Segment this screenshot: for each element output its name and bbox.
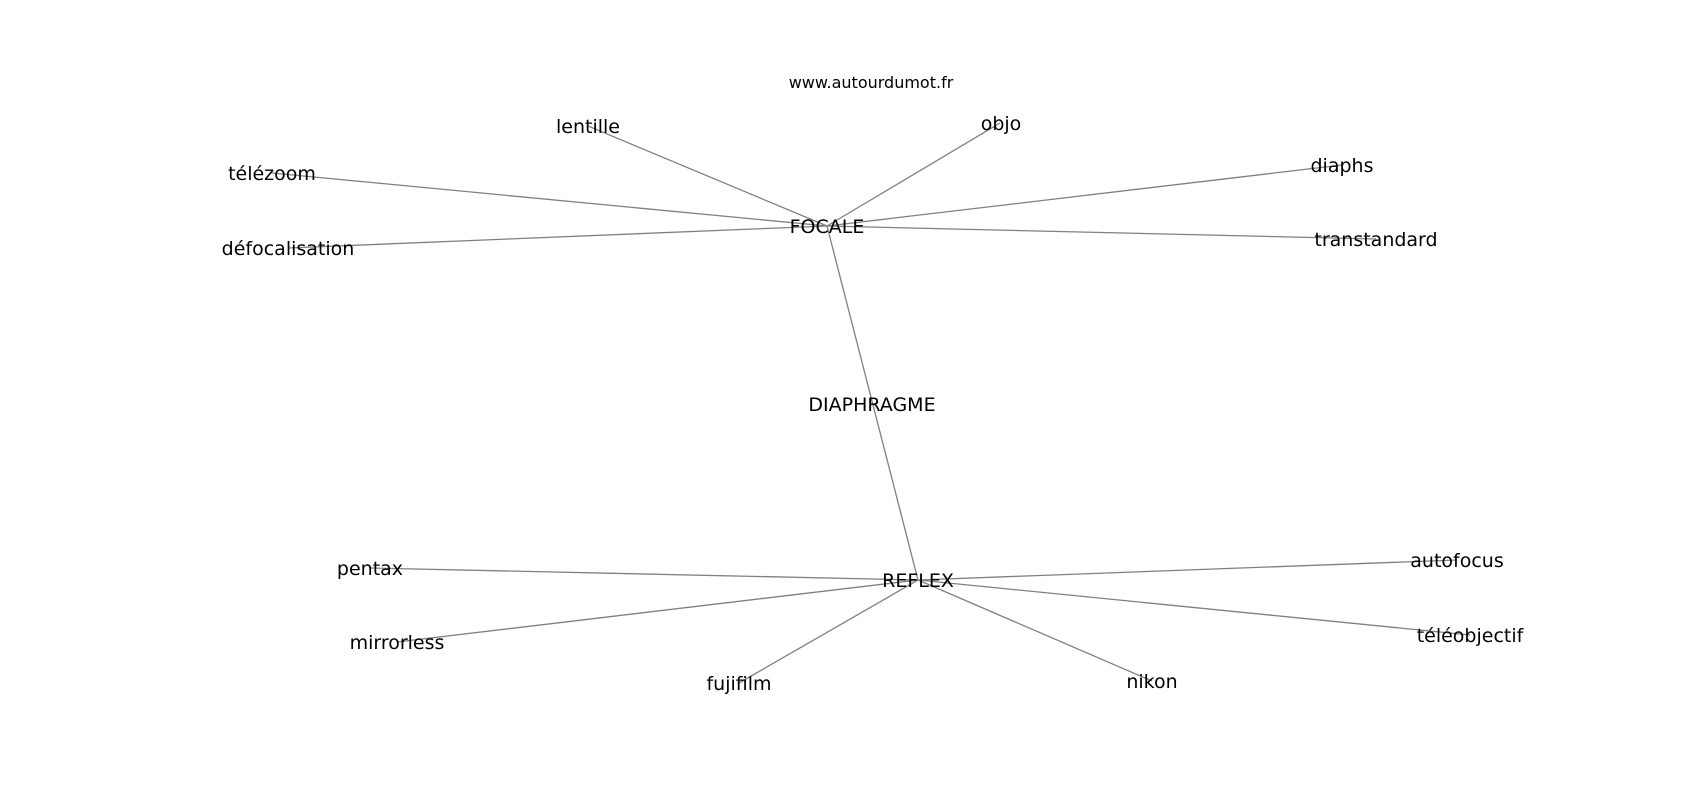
- edge-focale-defocalisation: [287, 225, 828, 249]
- edge-focale-telezoom: [271, 172, 828, 227]
- node-label-focale: FOCALE: [790, 216, 865, 238]
- node-label-diaphragme: DIAPHRAGME: [808, 394, 935, 416]
- edge-focale-objo: [826, 122, 1001, 227]
- edge-focale-diaphs: [826, 164, 1343, 227]
- node-label-lentille: lentille: [556, 116, 620, 138]
- node-label-pentax: pentax: [337, 558, 403, 580]
- edge-reflex-fujifilm: [738, 579, 919, 684]
- edge-reflex-teleobjectif: [917, 579, 1471, 636]
- node-label-objo: objo: [981, 113, 1022, 135]
- node-label-nikon: nikon: [1126, 671, 1177, 693]
- edge-focale-transtandard: [826, 225, 1377, 240]
- labels-layer: FOCALE DIAPHRAGME REFLEX lentille objo télézo…: [222, 113, 1525, 695]
- node-label-reflex: REFLEX: [882, 570, 954, 592]
- edge-reflex-nikon: [917, 579, 1153, 682]
- edge-focale-reflex: [826, 225, 919, 581]
- node-label-telezoom: télézoom: [228, 163, 316, 185]
- node-label-fujifilm: fujifilm: [706, 673, 771, 695]
- edges-layer: [271, 122, 1471, 684]
- source-url: www.autourdumot.fr: [789, 73, 954, 92]
- node-label-defocalisation: défocalisation: [222, 238, 355, 260]
- node-label-transtandard: transtandard: [1314, 229, 1437, 251]
- edge-reflex-mirrorless: [396, 579, 919, 643]
- node-label-autofocus: autofocus: [1410, 550, 1503, 572]
- node-label-diaphs: diaphs: [1311, 155, 1374, 177]
- edge-reflex-pentax: [369, 567, 919, 581]
- node-label-mirrorless: mirrorless: [350, 632, 445, 654]
- edge-reflex-autofocus: [917, 559, 1458, 581]
- node-label-teleobjectif: téléobjectif: [1417, 625, 1525, 647]
- edge-focale-lentille: [587, 125, 828, 227]
